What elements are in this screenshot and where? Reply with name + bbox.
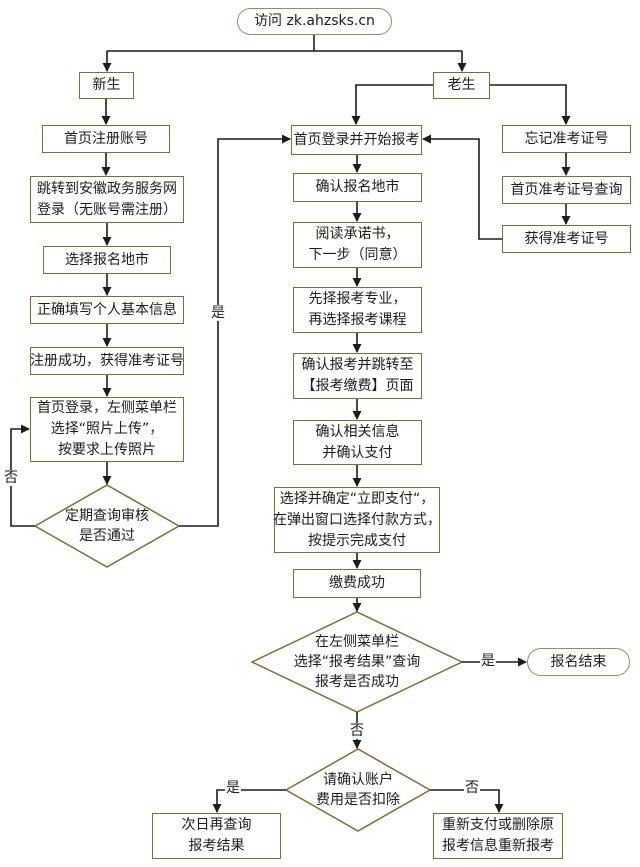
- node-text-line: 忘记准考证号: [524, 130, 609, 147]
- node-text-line: 【报考缴费】页面: [301, 378, 414, 394]
- pay-success-box: 缴费成功: [293, 569, 421, 598]
- node-text-line: 缴费成功: [329, 575, 385, 591]
- node-text-line: 老生: [447, 77, 476, 93]
- node-text-line: 是否通过: [79, 528, 135, 544]
- node-text-line: 跳转到安徽政务服务网: [37, 180, 177, 197]
- label-yes-review: 是: [210, 305, 226, 321]
- node-text-line: 首页注册账号: [64, 130, 148, 147]
- fee-no-to-repay: [430, 789, 504, 813]
- node-text-line: 按提示完成支付: [308, 532, 406, 549]
- start-terminator: 访问 zk.ahzsks.cn: [237, 8, 392, 35]
- old-to-login: [351, 84, 433, 125]
- node-text-line: 选择“照片上传”，: [50, 421, 164, 437]
- node-text-line: 重新支付或删除原: [442, 817, 554, 833]
- node-text-line: 选择并确定“立即支付“，: [279, 490, 435, 507]
- forgot-ticket-box: 忘记准考证号: [502, 125, 631, 153]
- node-text-line: 报名结束: [550, 653, 607, 670]
- node-text-line: 按要求上传照片: [58, 442, 156, 458]
- got-ticket-box: 获得准考证号: [502, 225, 631, 253]
- upload-photo-box: 首页登录，左侧菜单栏选择“照片上传”， 按要求上传照片: [30, 397, 184, 462]
- query-next-day-box: 次日再查询报考结果: [152, 813, 281, 859]
- node-text-line: 正确填写个人基本信息: [37, 301, 177, 318]
- confirm-apply-pay-page-box: 确认报考并跳转至【报考缴费】页面: [293, 353, 422, 399]
- node-text-line: 访问 zk.ahzsks.cn: [254, 13, 375, 29]
- node-text-line: 注册成功，获得准考证号: [30, 352, 184, 369]
- pay-immediately-box: 选择并确定“立即支付“， 在弹出窗口选择付款方式， 按提示完成支付: [273, 487, 441, 553]
- new-student-box: 新生: [79, 72, 134, 99]
- node-text-line: 费用是否扣除: [316, 792, 400, 808]
- end-terminator: 报名结束: [527, 648, 630, 676]
- review-yes-to-login: [179, 134, 291, 527]
- label-yes-result: 是: [480, 653, 496, 669]
- node-text-line: 下一步（同意）: [308, 247, 407, 263]
- node-text-line: 选择“报考结果”查询: [293, 654, 421, 670]
- fee-yes-to-query: [212, 789, 286, 813]
- node-text-line: 确认报考并跳转至: [301, 357, 414, 373]
- got-to-login: [422, 134, 502, 240]
- register-account-box: 首页注册账号: [42, 125, 170, 153]
- node-text-line: 定期查询审核: [65, 508, 149, 524]
- node-text-line: 先择报考专业，: [308, 291, 407, 307]
- node-text-line: 新生: [92, 77, 121, 93]
- gov-service-login-box: 跳转到安徽政务服务网登录（无账号需注册）: [30, 176, 184, 223]
- node-text-line: 确认报名地市: [315, 179, 400, 195]
- node-text-line: 选择报名地市: [65, 251, 149, 268]
- photo-review-decision: 定期查询审核是否通过: [65, 506, 149, 546]
- node-text-line: 登录（无账号需注册）: [37, 201, 177, 218]
- confirm-info-payment-box: 确认相关信息并确认支付: [293, 420, 422, 465]
- repay-or-delete-box: 重新支付或删除原报考信息重新报考: [433, 813, 563, 859]
- old-student-box: 老生: [433, 72, 490, 99]
- node-text-line: 在弹出窗口选择付款方式，: [273, 511, 441, 528]
- read-commitment-box: 阅读承诺书， 下一步（同意）: [293, 222, 422, 268]
- login-start-apply-box: 首页登录并开始报考: [291, 125, 422, 155]
- label-no-fee: 否: [464, 780, 480, 796]
- node-text-line: 确认相关信息: [315, 423, 400, 440]
- fill-personal-info-box: 正确填写个人基本信息: [30, 296, 184, 324]
- select-city-box: 选择报名地市: [43, 246, 171, 274]
- node-text-line: 再选择报考课程: [308, 312, 407, 328]
- node-text-line: 首页登录，左侧菜单栏: [37, 400, 177, 416]
- apply-result-decision: 在左侧菜单栏选择“报考结果”查询报考是否成功: [294, 632, 421, 692]
- node-text-line: 阅读承诺书，: [315, 226, 400, 242]
- register-success-box: 注册成功，获得准考证号: [30, 347, 184, 375]
- fee-deducted-decision: 请确认账户费用是否扣除: [316, 770, 400, 810]
- old-to-forgot: [490, 84, 571, 125]
- node-text-line: 获得准考证号: [524, 230, 609, 247]
- node-text-line: 并确认支付: [322, 444, 393, 461]
- flow-edges: [10, 35, 571, 813]
- node-text-line: 报考结果: [188, 838, 245, 854]
- node-text-line: 次日再查询: [181, 817, 252, 833]
- node-text-line: 在左侧菜单栏: [314, 634, 399, 650]
- confirm-city-box: 确认报名地市: [293, 173, 422, 202]
- label-no-result: 否: [349, 723, 365, 739]
- diamond-shapes: [33, 484, 464, 832]
- node-text-line: 报考信息重新报考: [442, 838, 554, 854]
- query-ticket-box: 首页准考证号查询: [502, 176, 631, 204]
- label-yes-fee: 是: [225, 780, 241, 796]
- label-no-review: 否: [3, 470, 19, 486]
- choose-major-course-box: 先择报考专业， 再选择报考课程: [293, 287, 422, 333]
- node-text-line: 首页准考证号查询: [510, 181, 623, 198]
- node-text-line: 报考是否成功: [314, 674, 399, 690]
- node-text-line: 首页登录并开始报考: [293, 131, 420, 148]
- node-text-line: 请确认账户: [323, 772, 393, 788]
